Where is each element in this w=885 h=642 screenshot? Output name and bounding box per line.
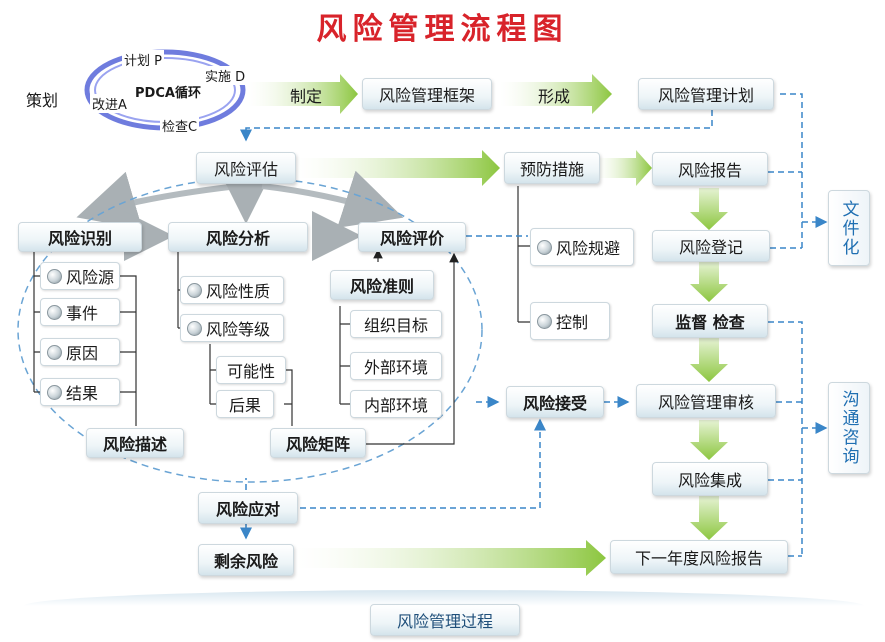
framework-box: 风险管理框架	[362, 78, 492, 110]
pdca-act-label: 改进A	[90, 94, 129, 113]
documentation-box: 文件化	[828, 190, 870, 266]
integration-box: 风险集成	[652, 462, 768, 496]
bullet-icon	[537, 239, 552, 255]
criteria-title-box: 风险准则	[330, 270, 434, 300]
process-box: 风险管理过程	[370, 604, 520, 636]
id-item-label: 事件	[66, 304, 99, 323]
next-report-box: 下一年度风险报告	[610, 540, 788, 574]
bullet-icon	[47, 304, 62, 320]
bullet-icon	[187, 282, 202, 298]
monitor-box: 监督 检查	[652, 304, 768, 338]
bullet-icon	[47, 344, 62, 360]
audit-box: 风险管理审核	[636, 384, 776, 418]
control-label: 控制	[556, 313, 589, 332]
nature-item: 风险性质	[180, 276, 284, 304]
avoid-label: 风险规避	[556, 239, 621, 258]
bullet-icon	[47, 268, 62, 284]
analysis-box: 风险分析	[168, 222, 308, 252]
pdca-center-label: PDCA循环	[135, 85, 201, 101]
bullet-icon	[537, 313, 552, 329]
register-box: 风险登记	[652, 230, 770, 262]
consequence-box: 后果	[216, 390, 274, 418]
residual-box: 剩余风险	[198, 544, 294, 576]
gray-arrows	[76, 164, 404, 261]
id-item-cause: 原因	[40, 338, 120, 366]
likelihood-box: 可能性	[216, 356, 286, 384]
nature-label: 风险性质	[206, 282, 271, 301]
report-box: 风险报告	[652, 152, 768, 186]
response-box: 风险应对	[198, 492, 298, 524]
pdca-plan-label: 计划 P	[122, 50, 164, 69]
control-item: 控制	[530, 302, 610, 340]
pdca-do-label: 实施 D	[203, 66, 248, 85]
page-title: 风险管理流程图	[316, 12, 569, 47]
criteria-item-objectives: 组织目标	[350, 310, 442, 338]
id-item-label: 原因	[66, 344, 99, 363]
id-item-consequence: 结果	[40, 378, 120, 406]
green-down-arrows	[690, 188, 728, 540]
process-bar	[24, 590, 864, 606]
id-item-label: 风险源	[66, 268, 115, 287]
criteria-item-internal: 内部环境	[350, 390, 442, 418]
level-label: 风险等级	[206, 320, 271, 339]
assessment-box: 风险评估	[196, 152, 296, 184]
formulate-label: 制定	[289, 87, 322, 106]
level-item: 风险等级	[180, 314, 284, 342]
criteria-item-external: 外部环境	[350, 352, 442, 380]
prevention-box: 预防措施	[504, 152, 600, 184]
green-arrows	[248, 74, 652, 576]
id-item-event: 事件	[40, 298, 120, 326]
identification-box: 风险识别	[18, 222, 142, 252]
id-item-label: 结果	[66, 384, 99, 403]
communication-box: 沟通咨询	[828, 382, 870, 474]
matrix-box: 风险矩阵	[270, 428, 366, 458]
plan-box: 风险管理计划	[638, 78, 774, 110]
pdca-check-label: 检查C	[160, 116, 200, 135]
planning-label: 策划	[25, 91, 58, 110]
avoid-item: 风险规避	[530, 228, 634, 266]
evaluation-box: 风险评价	[358, 222, 466, 252]
form-label: 形成	[537, 87, 570, 106]
id-item-source: 风险源	[40, 262, 120, 290]
bullet-icon	[187, 320, 202, 336]
accept-box: 风险接受	[506, 386, 604, 418]
bullet-icon	[47, 384, 62, 400]
description-box: 风险描述	[86, 428, 184, 458]
